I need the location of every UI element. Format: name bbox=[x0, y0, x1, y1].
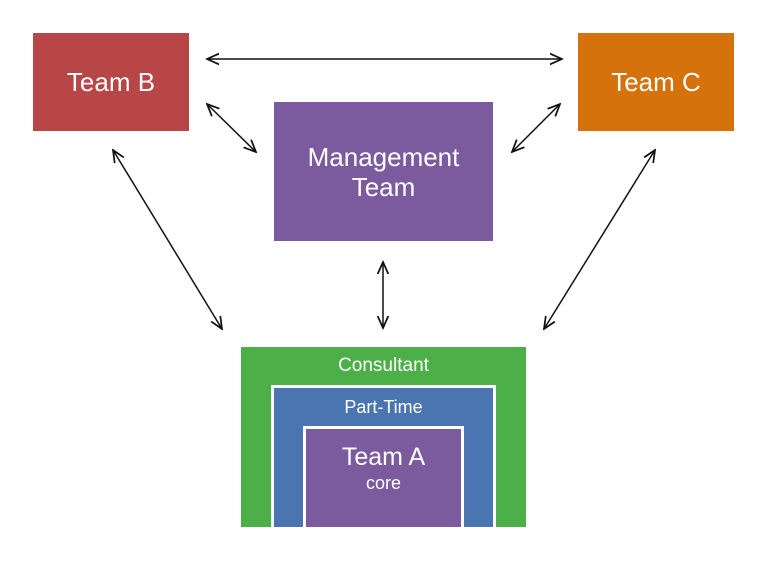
part-time-box: Part-Time Team A core bbox=[271, 385, 496, 527]
consultant-label: Consultant bbox=[338, 355, 429, 376]
management-label-line2: Team bbox=[351, 171, 416, 202]
arrow-team-b-consultant bbox=[113, 150, 222, 329]
team-c-label: Team C bbox=[611, 66, 701, 97]
team-c-box: Team C bbox=[578, 33, 734, 131]
arrow-team-c-management bbox=[512, 104, 560, 152]
team-b-box: Team B bbox=[33, 33, 189, 131]
management-label-line1: Management bbox=[307, 141, 460, 172]
team-a-box: Team A core bbox=[303, 426, 464, 527]
part-time-label: Part-Time bbox=[344, 397, 423, 417]
team-a-sublabel: core bbox=[365, 473, 401, 493]
team-b-label: Team B bbox=[66, 66, 156, 97]
arrow-team-b-management bbox=[207, 104, 256, 152]
arrow-team-c-consultant bbox=[544, 150, 655, 329]
management-team-box: Management Team bbox=[274, 102, 493, 241]
team-a-label: Team A bbox=[341, 443, 426, 471]
consultant-box: Consultant Part-Time Team A core bbox=[241, 347, 526, 527]
